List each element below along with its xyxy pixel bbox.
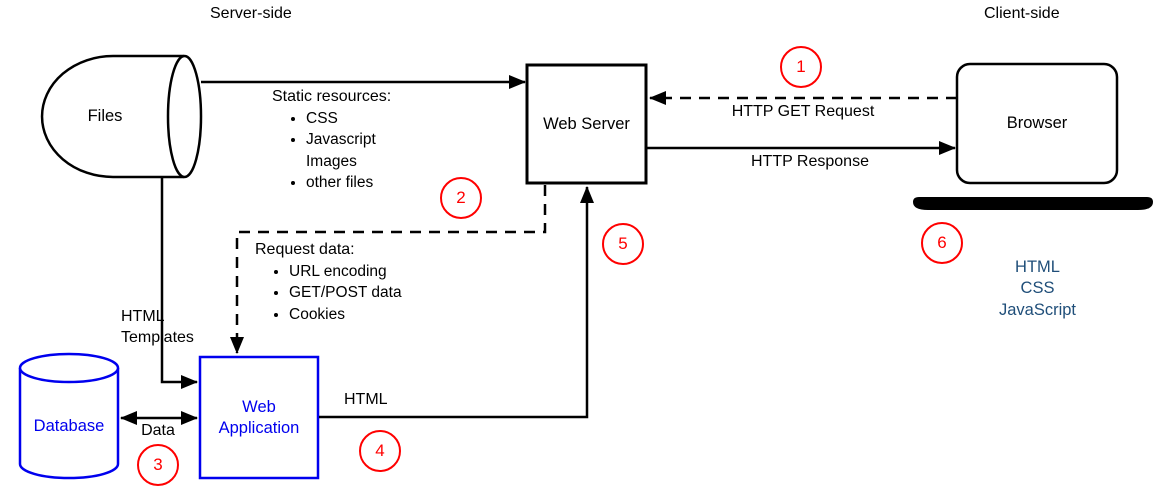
client-output-item: JavaScript — [998, 300, 1077, 319]
step-marker-3: 3 — [137, 444, 179, 486]
client-side-heading: Client-side — [984, 5, 1060, 22]
browser-label: Browser — [1006, 114, 1068, 132]
static-resource-item: Javascript — [306, 129, 391, 151]
web-application-label: Web Application — [218, 397, 300, 437]
files-label: Files — [87, 107, 123, 125]
web-server-box — [525, 63, 648, 185]
static-resources-block: Static resources: CSS Javascript Images … — [272, 86, 391, 194]
server-side-heading: Server-side — [210, 5, 292, 22]
database-label: Database — [33, 416, 105, 435]
database-cylinder-shape — [18, 352, 120, 480]
static-resources-title: Static resources: — [272, 88, 392, 105]
request-data-title: Request data: — [255, 241, 355, 258]
request-data-item: Cookies — [289, 304, 402, 326]
http-get-request-label: HTTP GET Request — [731, 103, 875, 120]
step-marker-1: 1 — [780, 46, 822, 88]
templates-to-webapp-arrow — [160, 178, 198, 389]
step-marker-6: 6 — [921, 222, 963, 264]
browser-box — [955, 62, 1119, 185]
request-data-item: URL encoding — [289, 261, 402, 283]
data-label: Data — [141, 422, 175, 439]
request-data-dashed-arrow — [230, 185, 547, 354]
static-resource-item: Images — [306, 152, 357, 170]
client-output-item: CSS — [1020, 279, 1055, 298]
html-label: HTML — [344, 391, 388, 408]
html-templates-label: HTML Templates — [121, 308, 194, 346]
laptop-base-bar — [913, 197, 1153, 210]
request-data-item: GET/POST data — [289, 282, 402, 304]
client-outputs-block: HTML CSS JavaScript — [980, 257, 1095, 321]
step-marker-4: 4 — [359, 430, 401, 472]
client-output-item: HTML — [1015, 258, 1060, 276]
static-resource-item: other files — [306, 172, 391, 194]
request-data-block: Request data: URL encoding GET/POST data… — [255, 239, 402, 325]
files-cylinder-shape — [40, 54, 203, 179]
web-application-box — [198, 355, 320, 480]
step-marker-2: 2 — [440, 177, 482, 219]
step-marker-5: 5 — [602, 223, 644, 265]
html-to-webserver-arrow — [319, 186, 594, 419]
web-server-label: Web Server — [543, 114, 630, 133]
static-resource-item: CSS — [306, 108, 391, 130]
http-response-label: HTTP Response — [751, 153, 869, 170]
